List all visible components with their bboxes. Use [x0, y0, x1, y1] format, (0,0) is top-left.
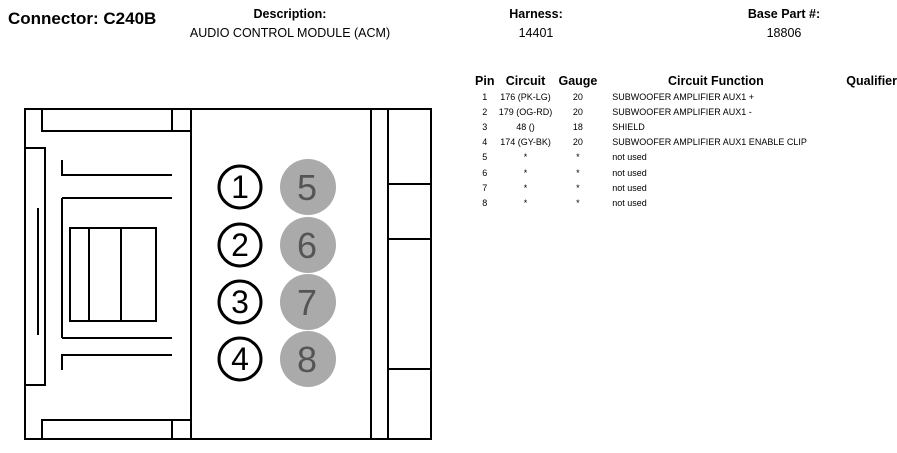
circuit-cell: *	[523, 197, 528, 208]
qualifier-cell	[829, 195, 897, 210]
gauge-cell: 18	[572, 121, 583, 132]
pin-number: 7	[297, 282, 317, 323]
connector-housing	[24, 108, 432, 440]
table-row: 2 179 (OG-RD) 20 SUBWOOFER AMPLIFIER AUX1 -	[472, 104, 897, 119]
qualifier-cell	[829, 150, 897, 165]
qualifier-cell	[829, 180, 897, 195]
gauge-cell: 20	[572, 91, 583, 102]
circuit-column-header: Circuit	[505, 73, 546, 88]
gauge-column-header: Gauge	[558, 73, 598, 88]
pin-marker-8: 8	[280, 331, 336, 387]
function-cell: not used	[612, 152, 647, 163]
pin-marker-6: 6	[280, 217, 336, 273]
table-row: 3 48 () 18 SHIELD	[472, 119, 897, 134]
function-column-header: Circuit Function	[667, 73, 764, 88]
unused-pin-markers: 5 6 7 8	[280, 159, 336, 387]
function-cell: not used	[612, 197, 647, 208]
pin-circle	[280, 274, 336, 330]
circuit-cell: 179 (OG-RD)	[498, 106, 553, 117]
description-label: Description:	[253, 7, 327, 21]
pin-marker-4: 4	[217, 336, 263, 382]
base-part-value: 18806	[766, 26, 802, 40]
qualifier-cell	[829, 165, 897, 180]
function-cell: SUBWOOFER AMPLIFIER AUX1 -	[612, 106, 752, 117]
qualifier-cell	[829, 135, 897, 150]
pin-number: 4	[231, 341, 249, 377]
gauge-cell: 20	[572, 137, 583, 148]
harness-value: 14401	[518, 26, 554, 40]
pin-number: 2	[231, 227, 249, 263]
connector-title: Connector: C240B	[8, 9, 157, 28]
table-row: 8 * * not used	[472, 195, 897, 210]
gauge-cell: *	[576, 197, 580, 208]
qualifier-cell	[829, 89, 897, 104]
circuit-cell: *	[523, 152, 528, 163]
function-cell: SHIELD	[612, 121, 645, 132]
description-value: AUDIO CONTROL MODULE (ACM)	[189, 26, 391, 40]
pin-marker-2: 2	[217, 222, 263, 268]
pin-marker-3: 3	[217, 279, 263, 325]
pin-circle	[217, 279, 263, 325]
pin-marker-1: 1	[217, 164, 263, 210]
pin-cell: 4	[482, 137, 488, 148]
table-row: 7 * * not used	[472, 180, 897, 195]
table-row: 4 174 (GY-BK) 20 SUBWOOFER AMPLIFIER AUX1 E…	[472, 135, 897, 150]
pin-cell: 5	[482, 152, 488, 163]
pin-number: 6	[297, 225, 317, 266]
pin-cell: 6	[482, 167, 488, 178]
gauge-cell: *	[576, 167, 580, 178]
pin-cell: 1	[482, 91, 488, 102]
pin-cell: 2	[482, 106, 488, 117]
harness-label: Harness:	[509, 7, 563, 21]
table-row: 6 * * not used	[472, 165, 897, 180]
qualifier-cell	[829, 119, 897, 134]
pin-circle	[280, 217, 336, 273]
qualifier-cell	[829, 104, 897, 119]
used-pin-markers: 1 2 3 4	[217, 164, 263, 382]
pin-cell: 8	[482, 197, 488, 208]
function-cell: not used	[612, 182, 647, 193]
function-cell: not used	[612, 167, 647, 178]
function-cell: SUBWOOFER AMPLIFIER AUX1 +	[612, 91, 755, 102]
pin-number: 1	[231, 169, 249, 205]
pin-marker-5: 5	[280, 159, 336, 215]
pin-marker-7: 7	[280, 274, 336, 330]
circuit-cell: *	[523, 182, 528, 193]
circuit-cell: *	[523, 167, 528, 178]
pin-cell: 3	[482, 121, 488, 132]
pin-number: 5	[297, 167, 317, 208]
pin-circle	[217, 164, 263, 210]
gauge-cell: *	[576, 182, 580, 193]
pin-cell: 7	[482, 182, 488, 193]
gauge-cell: 20	[572, 106, 583, 117]
circuit-cell: 176 (PK-LG)	[500, 91, 551, 102]
pin-circle	[280, 331, 336, 387]
table-row: 1 176 (PK-LG) 20 SUBWOOFER AMPLIFIER AUX1 +	[472, 89, 897, 104]
pin-number: 8	[297, 339, 317, 380]
pin-circle	[280, 159, 336, 215]
pin-circle	[217, 222, 263, 268]
gauge-cell: *	[576, 152, 580, 163]
circuit-cell: 48 ()	[516, 121, 535, 132]
base-part-label: Base Part #:	[747, 7, 821, 21]
function-cell: SUBWOOFER AMPLIFIER AUX1 ENABLE CLIP	[612, 137, 807, 148]
pin-column-header: Pin	[475, 73, 495, 88]
qualifier-column-header: Qualifier	[846, 73, 897, 88]
pin-table-header-row: Pin Circuit Gauge Circuit Function Quali…	[472, 72, 897, 89]
pin-number: 3	[231, 284, 249, 320]
table-row: 5 * * not used	[472, 150, 897, 165]
pin-circle	[217, 336, 263, 382]
circuit-cell: 174 (GY-BK)	[500, 137, 551, 148]
pin-table: Pin Circuit Gauge Circuit Function Quali…	[472, 72, 897, 211]
